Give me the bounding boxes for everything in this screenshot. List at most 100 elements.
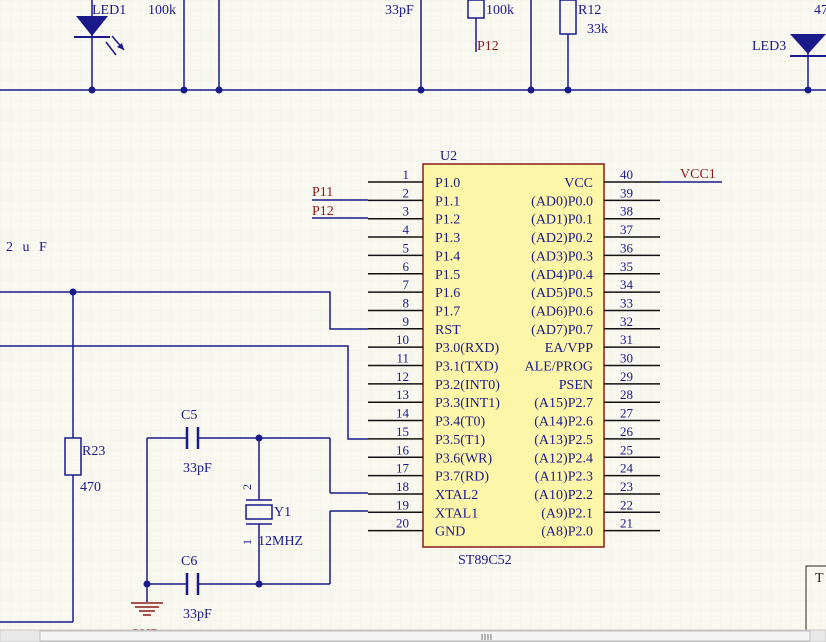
crystal-y1[interactable] (245, 499, 273, 525)
pin-number-31: 31 (620, 332, 633, 347)
scrollbar-grip-icon (481, 634, 492, 640)
pin-name-21: (A8)P2.0 (541, 525, 593, 540)
pin-name-8: P1.7 (435, 304, 460, 319)
pin-name-18: XTAL2 (435, 488, 478, 503)
pin-name-32: (AD7)P0.7 (531, 323, 593, 338)
pin-name-31: EA/VPP (545, 341, 593, 356)
pin-number-4: 4 (403, 222, 410, 237)
pin-name-10: P3.0(RXD) (435, 341, 500, 356)
pin-number-1: 1 (403, 167, 410, 182)
capacitor-c6[interactable] (185, 573, 200, 595)
pin-number-14: 14 (396, 406, 410, 421)
pin-number-24: 24 (620, 461, 634, 476)
net-label-p12-top[interactable]: P12 (477, 39, 499, 54)
pin-name-4: P1.3 (435, 231, 460, 246)
pin-number-6: 6 (403, 259, 410, 274)
pin-name-1: P1.0 (435, 176, 460, 191)
pin-number-39: 39 (620, 185, 633, 200)
pin-number-20: 20 (396, 516, 409, 531)
pin-name-25: (A12)P2.4 (534, 451, 593, 466)
net-label-p12[interactable]: P12 (312, 204, 334, 219)
c5-designator: C5 (181, 408, 197, 423)
pin-number-21: 21 (620, 516, 633, 531)
pin-number-18: 18 (396, 479, 409, 494)
pin-name-19: XTAL1 (435, 506, 478, 521)
y1-pin1-label: 1 (240, 539, 254, 545)
pin-number-9: 9 (403, 314, 410, 329)
pin-name-35: (AD4)P0.4 (531, 268, 593, 283)
led3-symbol[interactable] (790, 34, 826, 57)
pin-number-10: 10 (396, 332, 409, 347)
pin-number-2: 2 (403, 185, 410, 200)
resistor-top-value-label: 100k (486, 3, 514, 18)
ground-symbol[interactable] (131, 602, 163, 616)
pin-number-8: 8 (403, 295, 410, 310)
resistor-100k-top[interactable] (467, 0, 485, 19)
pin-name-5: P1.4 (435, 249, 460, 264)
pin-number-27: 27 (620, 406, 634, 421)
pin-name-28: (A15)P2.7 (534, 396, 593, 411)
y1-designator: Y1 (274, 505, 291, 520)
net-label-p11[interactable]: P11 (312, 185, 333, 200)
pin-number-29: 29 (620, 369, 633, 384)
pin-name-2: P1.1 (435, 194, 460, 209)
pin-name-12: P3.2(INT0) (435, 378, 500, 393)
pin-number-26: 26 (620, 424, 634, 439)
top-junctions (88, 86, 812, 94)
pin-number-34: 34 (620, 277, 634, 292)
y1-pin2-label: 2 (240, 484, 254, 490)
pin-number-32: 32 (620, 314, 633, 329)
pin-number-12: 12 (396, 369, 409, 384)
pin-name-9: RST (435, 323, 461, 338)
pin-name-34: (AD5)P0.5 (531, 286, 593, 301)
r23-value: 470 (80, 480, 101, 495)
pin-name-36: (AD3)P0.3 (531, 249, 593, 264)
pin-name-7: P1.6 (435, 286, 460, 301)
scrollbar-thumb[interactable] (39, 630, 811, 642)
pin-name-17: P3.7(RD) (435, 470, 489, 485)
pin-name-24: (A11)P2.3 (535, 470, 593, 485)
chip-designator: U2 (440, 149, 457, 164)
cap-left-value-label: 2 u F (6, 240, 50, 255)
led1-label: LED1 (92, 3, 126, 18)
pin-number-15: 15 (396, 424, 409, 439)
net-label-vcc1[interactable]: VCC1 (680, 167, 716, 182)
pin-name-38: (AD1)P0.1 (531, 213, 593, 228)
resistor-r23[interactable] (64, 437, 82, 476)
r12-designator: R12 (578, 3, 601, 18)
chip-right-pins: 40VCC39(AD0)P0.038(AD1)P0.137(AD2)P0.236… (525, 167, 660, 540)
pin-name-29: PSEN (559, 378, 593, 393)
capacitor-c5[interactable] (185, 427, 200, 449)
led3-label: LED3 (752, 39, 786, 54)
pin-number-17: 17 (396, 461, 410, 476)
r12-value: 33k (587, 22, 608, 37)
pin-number-11: 11 (396, 351, 409, 366)
pin-number-22: 22 (620, 497, 633, 512)
pin-number-5: 5 (403, 240, 410, 255)
pin-name-3: P1.2 (435, 213, 460, 228)
led1-symbol[interactable] (74, 16, 125, 56)
pin-name-37: (AD2)P0.2 (531, 231, 593, 246)
pin-name-23: (A10)P2.2 (534, 488, 593, 503)
pin-name-30: ALE/PROG (525, 360, 593, 375)
chip-body[interactable] (422, 163, 605, 548)
pin-number-35: 35 (620, 259, 633, 274)
pin-number-38: 38 (620, 204, 633, 219)
pin-name-15: P3.5(T1) (435, 433, 486, 448)
top-right-partial-label: 47 (814, 3, 826, 18)
left-junctions (69, 288, 263, 588)
pin-number-30: 30 (620, 351, 633, 366)
pin-name-33: (AD6)P0.6 (531, 304, 593, 319)
resistor-r12[interactable] (559, 0, 577, 35)
c6-value: 33pF (183, 607, 212, 622)
chip-left-pins: 1P1.02P1.13P1.24P1.35P1.46P1.57P1.68P1.7… (368, 167, 500, 540)
c6-designator: C6 (181, 554, 197, 569)
pin-name-11: P3.1(TXD) (435, 360, 499, 375)
pin-number-25: 25 (620, 442, 633, 457)
cap-top-value-label: 33pF (385, 3, 414, 18)
pin-number-19: 19 (396, 497, 409, 512)
pin-number-37: 37 (620, 222, 634, 237)
pin-number-36: 36 (620, 240, 634, 255)
